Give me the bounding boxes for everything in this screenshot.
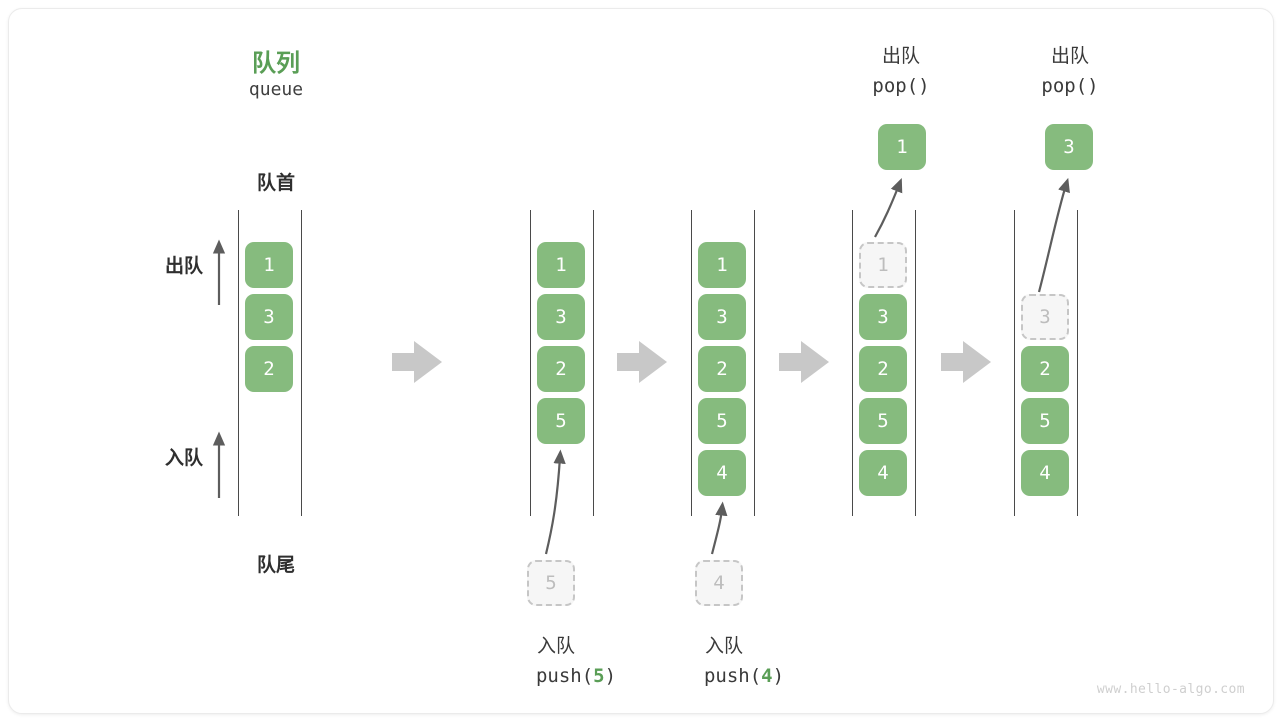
queue-cell: 1 — [537, 242, 585, 288]
push-arrow-2 — [710, 501, 728, 555]
pop-arrow-1 — [874, 178, 903, 238]
incoming-ghost-cell: 5 — [527, 560, 575, 606]
flow-arrow-1 — [392, 341, 442, 383]
push-arg-2: 4 — [761, 665, 773, 687]
queue-cell: 4 — [1021, 450, 1069, 496]
flow-arrow-2 — [617, 341, 667, 383]
queue-rail-right-4 — [915, 210, 916, 516]
queue-cell: 1 — [698, 242, 746, 288]
flow-arrow-3 — [779, 341, 829, 383]
queue-cell: 2 — [537, 346, 585, 392]
queue-cell: 5 — [859, 398, 907, 444]
enqueue-side-label: 入队 — [164, 448, 203, 469]
queue-cell: 1 — [245, 242, 293, 288]
incoming-ghost-cell: 4 — [695, 560, 743, 606]
dequeue-side-label: 出队 — [164, 256, 203, 277]
pop-header-code-1: pop() — [872, 75, 930, 97]
queue-rail-right-3 — [754, 210, 755, 516]
outgoing-ghost-cell: 1 — [859, 242, 907, 288]
queue-rail-right-5 — [1077, 210, 1078, 516]
pop-header-code-2: pop() — [1041, 75, 1099, 97]
queue-rail-right-2 — [593, 210, 594, 516]
push-arrow-1 — [544, 449, 566, 555]
watermark: www.hello-algo.com — [1096, 682, 1245, 697]
push-caption-code-2: push(4) — [703, 665, 785, 687]
queue-rail-right-1 — [301, 210, 302, 516]
queue-rail-left-3 — [691, 210, 692, 516]
queue-cell: 2 — [1021, 346, 1069, 392]
queue-rail-left-1 — [238, 210, 239, 516]
popped-cell: 1 — [878, 124, 926, 170]
queue-cell: 4 — [698, 450, 746, 496]
queue-cell: 3 — [537, 294, 585, 340]
flow-arrow-4 — [941, 341, 991, 383]
front-label: 队首 — [256, 173, 295, 194]
queue-cell: 4 — [859, 450, 907, 496]
page-title-en: queue — [248, 79, 304, 100]
queue-cell: 5 — [537, 398, 585, 444]
queue-rail-left-4 — [852, 210, 853, 516]
queue-cell: 5 — [1021, 398, 1069, 444]
page-title-cn: 队列 — [252, 50, 300, 77]
queue-rail-left-2 — [530, 210, 531, 516]
queue-rail-left-5 — [1014, 210, 1015, 516]
push-caption-code-1: push(5) — [535, 665, 617, 687]
diagram-card: 队列 queue 队首 队尾 出队 入队 出队 pop() 出队 pop() 入… — [8, 8, 1274, 714]
push-arg-1: 5 — [593, 665, 605, 687]
queue-cell: 3 — [859, 294, 907, 340]
queue-cell: 2 — [698, 346, 746, 392]
diagram-stage: 队列 queue 队首 队尾 出队 入队 出队 pop() 出队 pop() 入… — [9, 9, 1273, 713]
pop-header-cn-2: 出队 — [1050, 46, 1089, 67]
arrows-overlay — [212, 177, 1070, 555]
rear-label: 队尾 — [256, 555, 295, 576]
queue-cell: 2 — [245, 346, 293, 392]
pop-arrow-2 — [1037, 177, 1070, 293]
popped-cell: 3 — [1045, 124, 1093, 170]
outgoing-ghost-cell: 3 — [1021, 294, 1069, 340]
queue-cell: 2 — [859, 346, 907, 392]
queue-cell: 5 — [698, 398, 746, 444]
pop-header-cn-1: 出队 — [881, 46, 920, 67]
push-caption-cn-2: 入队 — [704, 636, 743, 657]
queue-cell: 3 — [245, 294, 293, 340]
queue-cell: 3 — [698, 294, 746, 340]
push-caption-cn-1: 入队 — [536, 636, 575, 657]
